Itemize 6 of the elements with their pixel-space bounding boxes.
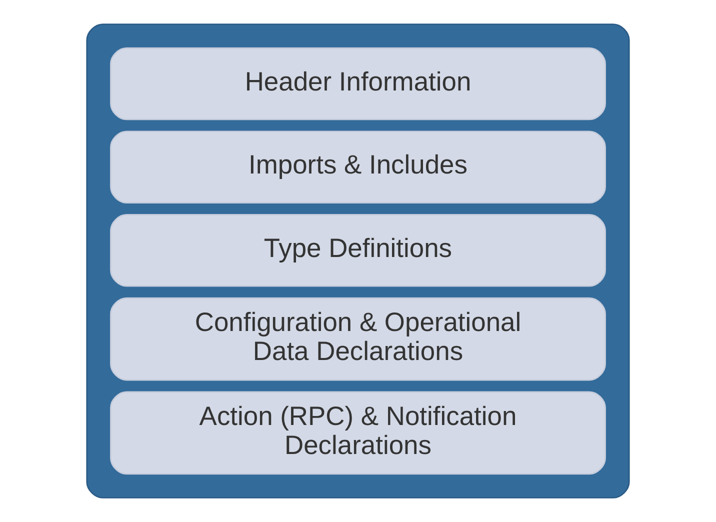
- cluster: [86, 24, 630, 498]
- node-box: Action (RPC) & Notification Declarations: [110, 391, 606, 475]
- node-box: Type Definitions: [110, 214, 606, 287]
- node-box: Imports & Includes: [110, 130, 606, 204]
- node-box: Configuration & Operational Data Declarations: [110, 297, 606, 381]
- node-box: Header Information: [110, 47, 606, 120]
